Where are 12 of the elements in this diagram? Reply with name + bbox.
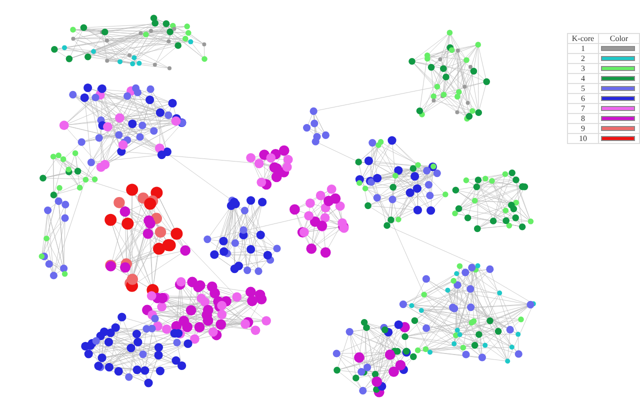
legend-label: 7 xyxy=(581,104,585,113)
legend-label: 6 xyxy=(581,94,585,103)
legend-label: 4 xyxy=(581,74,585,83)
legend-label: 1 xyxy=(581,44,585,53)
column-header: K-core xyxy=(572,34,594,43)
legend-label: 3 xyxy=(581,64,585,73)
legend-label: 8 xyxy=(581,114,585,123)
legend-label: 2 xyxy=(581,54,585,63)
legend-label: 9 xyxy=(581,124,585,133)
column-header: Color xyxy=(610,34,628,43)
legend-label: 10 xyxy=(579,134,587,143)
legend-label: 5 xyxy=(581,84,585,93)
